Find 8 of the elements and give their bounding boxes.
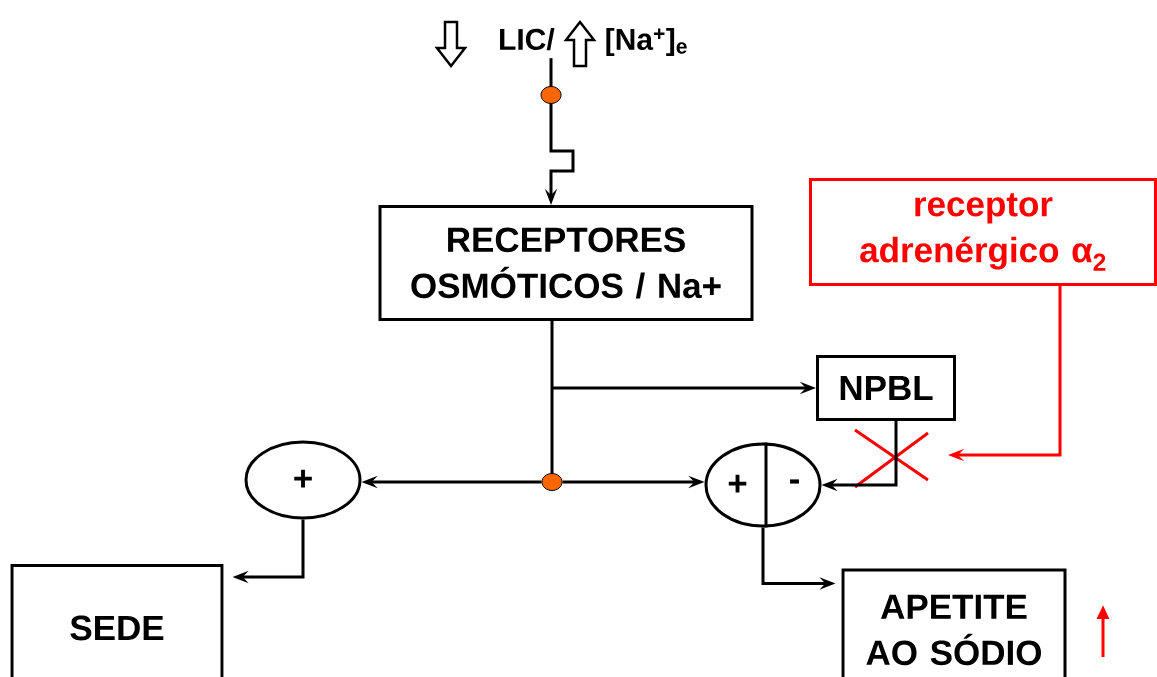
process-box: NPBL bbox=[816, 355, 956, 421]
process-box: RECEPTORES OSMÓTICOS / Na+ bbox=[378, 205, 754, 321]
junction-dot bbox=[541, 473, 563, 491]
process-box: APETITE AO SÓDIO bbox=[841, 568, 1067, 677]
stimulus-label: LIC/ [Na$^{+}$]$_{e}$ bbox=[500, 28, 687, 56]
junction-dot bbox=[540, 86, 562, 104]
process-box: receptor adrenérgico α$_{2}$ bbox=[809, 178, 1157, 286]
process-box: SEDE bbox=[10, 564, 224, 677]
